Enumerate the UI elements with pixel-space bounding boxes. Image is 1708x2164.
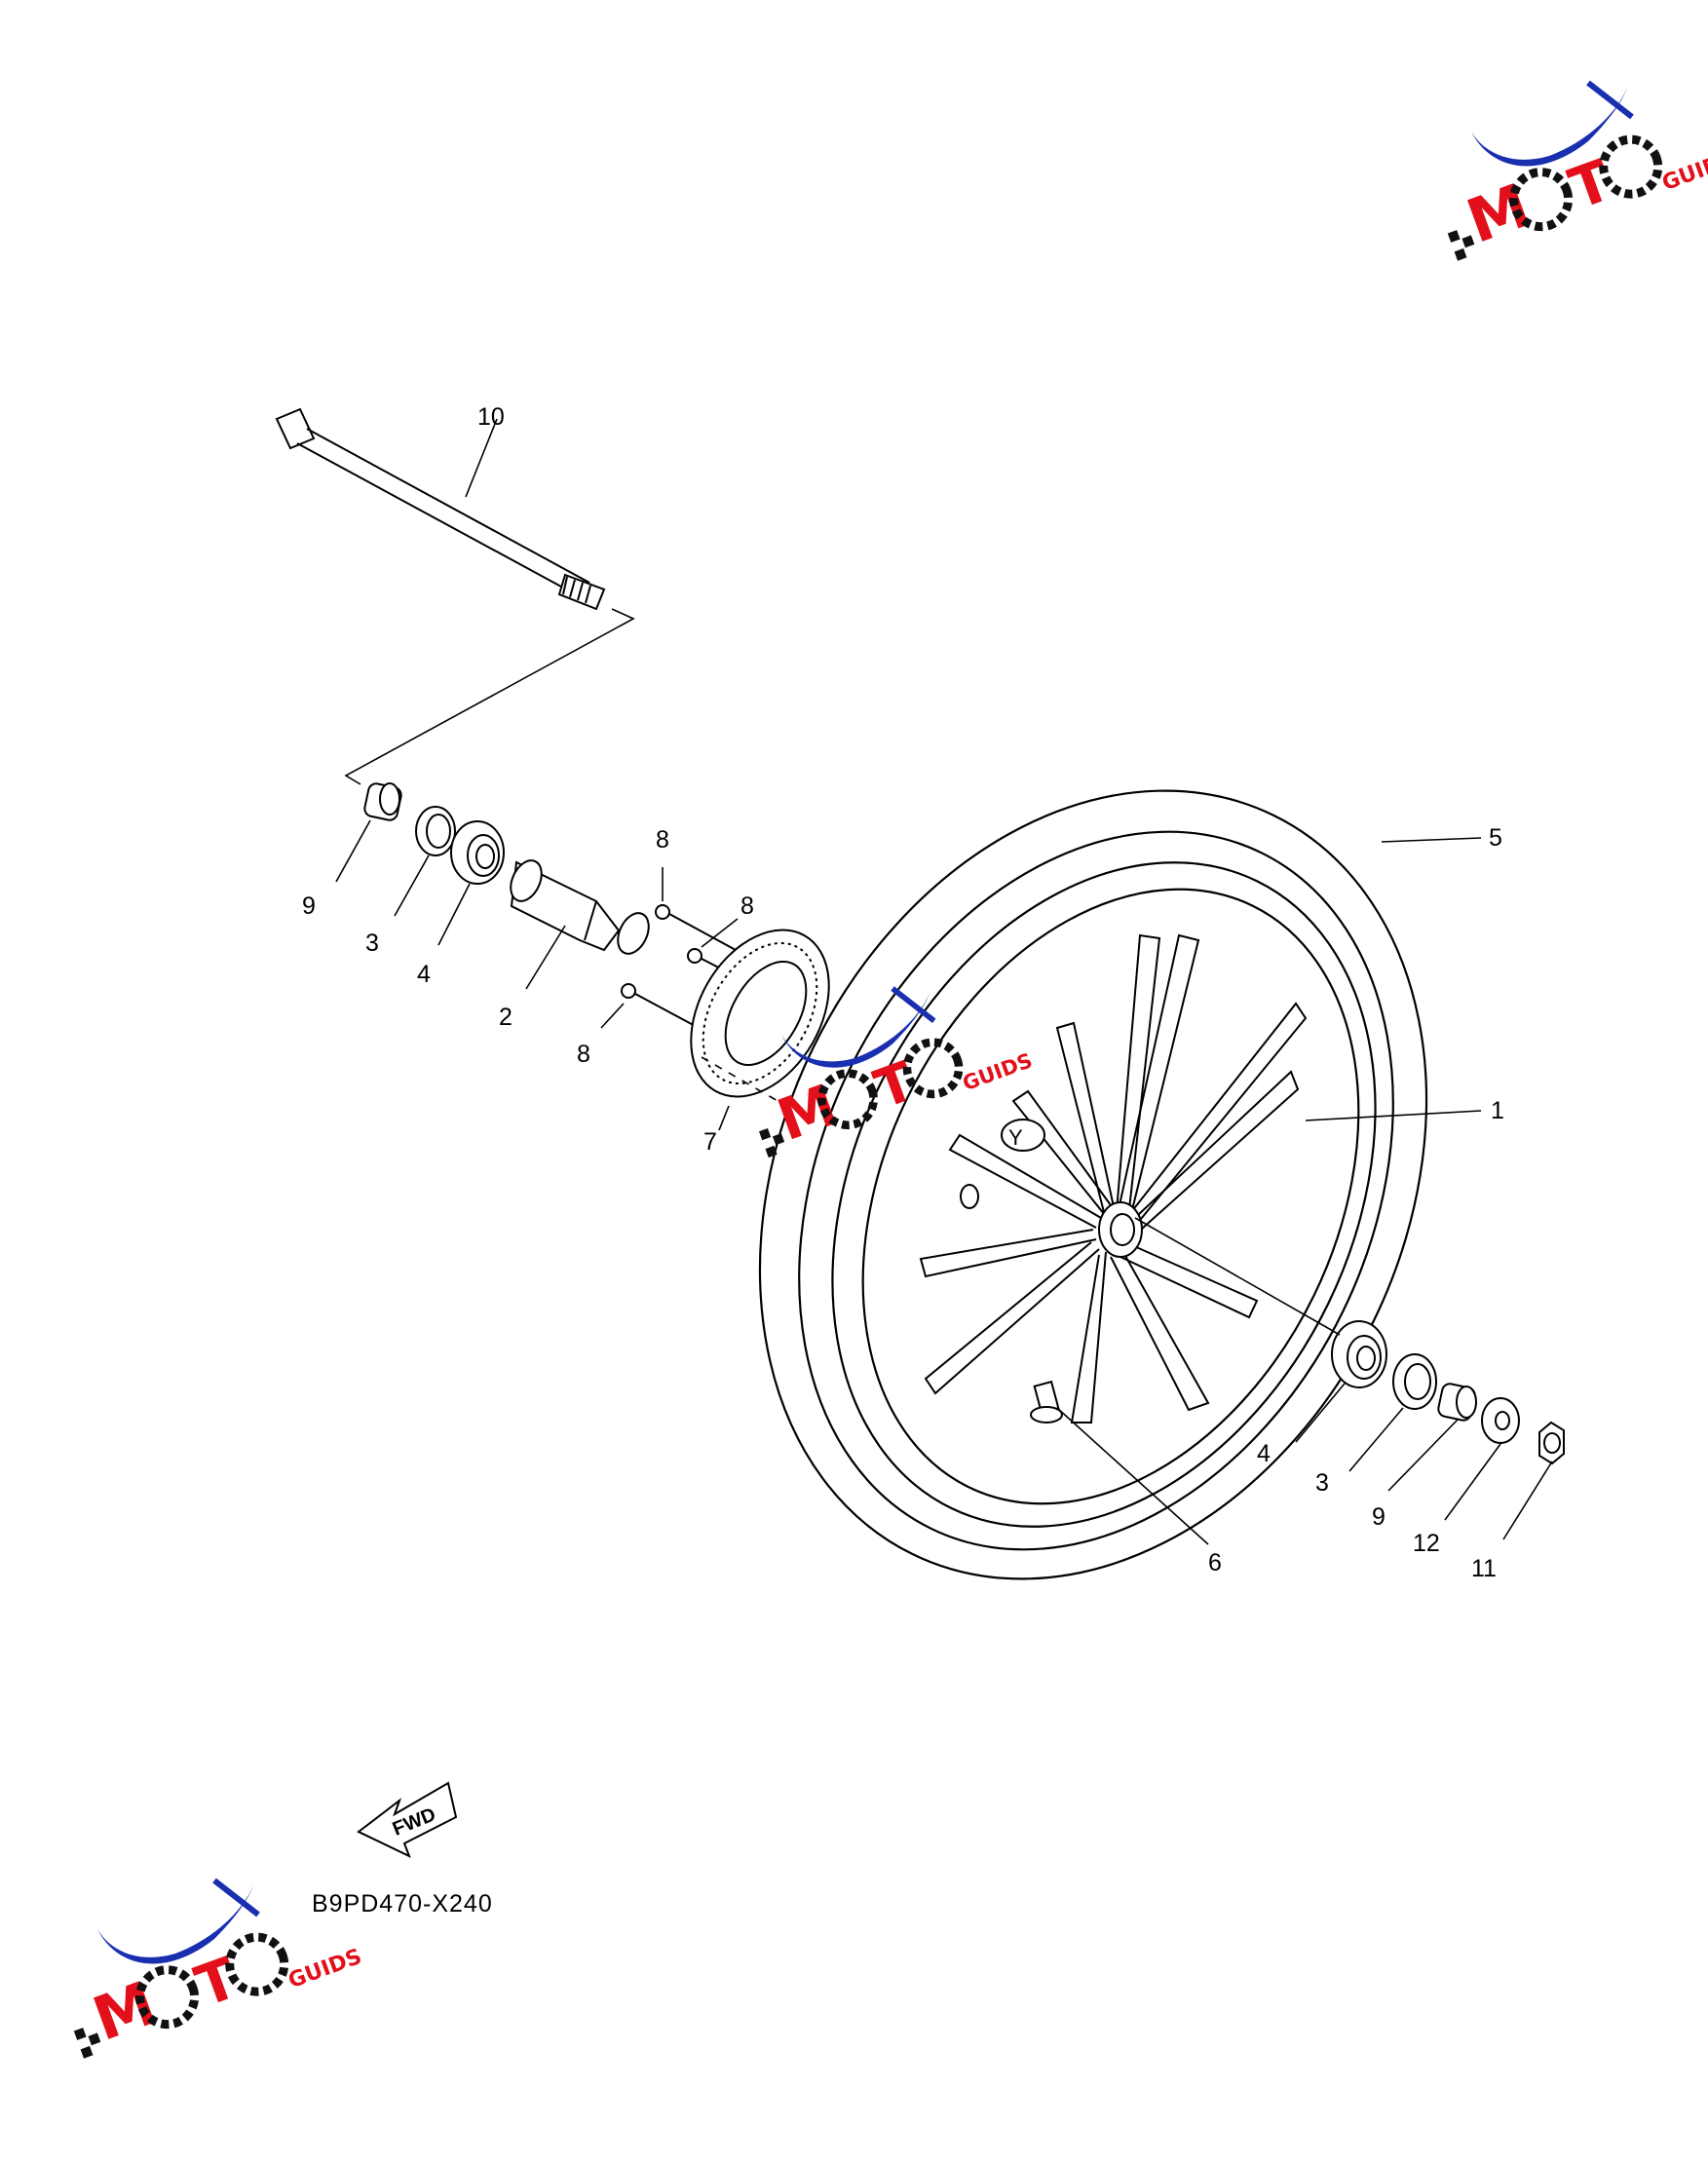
svg-text:Y: Y xyxy=(1008,1125,1023,1150)
label-5: 5 xyxy=(1489,824,1502,852)
bearing-right xyxy=(1331,1320,1387,1388)
spacer xyxy=(510,859,650,955)
sensor-rotor xyxy=(690,929,830,1098)
label-9-left: 9 xyxy=(302,892,316,920)
rim-spokes: Y xyxy=(919,933,1308,1424)
label-8-bottom: 8 xyxy=(577,1041,590,1068)
collar-right xyxy=(1437,1383,1477,1422)
part-code: B9PD470-X240 xyxy=(312,1890,493,1917)
label-1: 1 xyxy=(1491,1097,1504,1124)
label-4-left: 4 xyxy=(417,961,431,988)
label-2: 2 xyxy=(499,1004,512,1031)
collar-left xyxy=(363,782,402,821)
watermark-logo-top-right xyxy=(1435,83,1708,271)
valve xyxy=(1030,1380,1063,1424)
washer xyxy=(1481,1397,1520,1444)
oil-seal-right xyxy=(1392,1353,1437,1410)
label-8-top: 8 xyxy=(656,826,669,854)
leader-lines-left xyxy=(335,819,566,990)
label-6: 6 xyxy=(1208,1549,1222,1576)
label-7: 7 xyxy=(703,1128,717,1156)
axle xyxy=(275,407,606,611)
label-11: 11 xyxy=(1471,1555,1497,1582)
label-3-left: 3 xyxy=(365,930,379,957)
label-10: 10 xyxy=(477,403,505,431)
axle-leader xyxy=(344,418,635,785)
label-3-right: 3 xyxy=(1315,1469,1329,1497)
label-4-right: 4 xyxy=(1257,1440,1271,1467)
label-12: 12 xyxy=(1413,1530,1440,1557)
leader-lines-right xyxy=(1056,837,1553,1545)
part-labels: 10 9 3 4 2 8 8 8 7 5 1 4 3 9 12 11 6 xyxy=(302,403,1504,1582)
fwd-arrow: FWD xyxy=(357,1781,458,1858)
nut xyxy=(1538,1421,1565,1465)
label-8-mid: 8 xyxy=(740,892,754,920)
label-9-right: 9 xyxy=(1372,1503,1385,1531)
oil-seal-left xyxy=(415,806,456,856)
bearing-left xyxy=(450,820,505,885)
